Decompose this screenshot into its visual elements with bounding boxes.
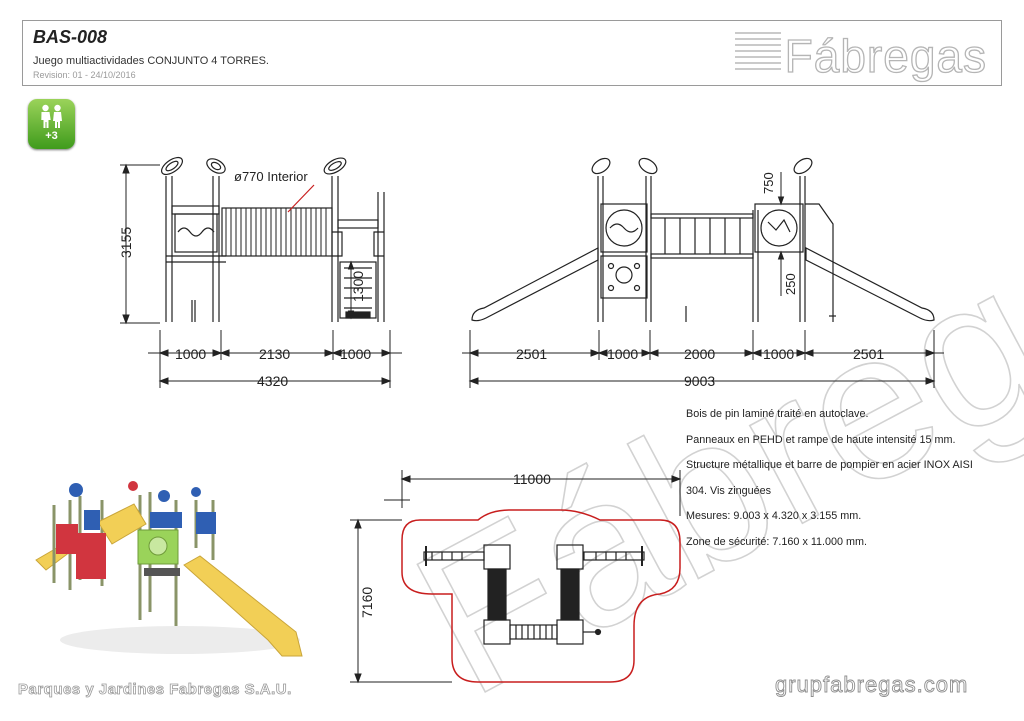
side-lower-dim: 250: [783, 273, 798, 295]
company-name: Parques y Jardines Fabregas S.A.U.: [18, 681, 292, 699]
spec-line-2: Panneaux en PEHD et rampe de haute inten…: [686, 434, 956, 446]
website-link[interactable]: grupfabregas.com: [775, 672, 969, 698]
side-total: 9003: [684, 373, 715, 389]
front-seg-2: 2130: [259, 346, 290, 362]
side-seg-4: 1000: [763, 346, 794, 362]
playground-render: [35, 481, 303, 657]
side-dimensions: [462, 172, 944, 388]
brand-logo-lines: [735, 32, 781, 70]
side-seg-2: 1000: [607, 346, 638, 362]
front-view: [160, 156, 385, 322]
spec-line-5: Mesures: 9.003 x 4.320 x 3.155 mm.: [686, 510, 862, 522]
front-seg-1: 1000: [175, 346, 206, 362]
spec-line-3: Structure métallique et barre de pompier…: [686, 459, 973, 471]
age-label: +3: [45, 130, 58, 142]
front-height-dim: 3155: [118, 227, 134, 258]
plan-depth-dim: 7160: [359, 587, 375, 618]
side-view: [471, 157, 935, 322]
plan-width-dim: 11000: [513, 471, 551, 487]
side-top-dim: 750: [761, 172, 776, 194]
front-dimensions: [120, 163, 402, 388]
age-badge: +3: [28, 99, 75, 149]
tube-leader-line: [287, 184, 315, 213]
side-seg-1: 2501: [516, 346, 547, 362]
brand-logo: Fábregas: [784, 29, 987, 82]
spec-line-1: Bois de pin laminé traité en autoclave.: [686, 408, 869, 420]
children-icon: [41, 104, 62, 128]
tube-label: ø770 Interior: [234, 169, 308, 184]
product-code: BAS-008: [33, 27, 108, 47]
stair-height-dim: 1300: [350, 271, 366, 302]
side-seg-5: 2501: [853, 346, 884, 362]
side-seg-3: 2000: [684, 346, 715, 362]
revision-info: Revision: 01 - 24/10/2016: [33, 70, 136, 80]
front-seg-3: 1000: [340, 346, 371, 362]
spec-line-6: Zone de sécurité: 7.160 x 11.000 mm.: [686, 536, 868, 548]
safety-zone-outline: [401, 509, 681, 683]
front-total: 4320: [257, 373, 288, 389]
product-subtitle: Juego multiactividades CONJUNTO 4 TORRES…: [33, 55, 269, 67]
plan-dimensions: [350, 470, 682, 684]
header-box: BAS-008 Juego multiactividades CONJUNTO …: [22, 20, 1002, 86]
plan-view: [423, 544, 645, 645]
spec-line-4: 304. Vis zinguées: [686, 485, 772, 497]
